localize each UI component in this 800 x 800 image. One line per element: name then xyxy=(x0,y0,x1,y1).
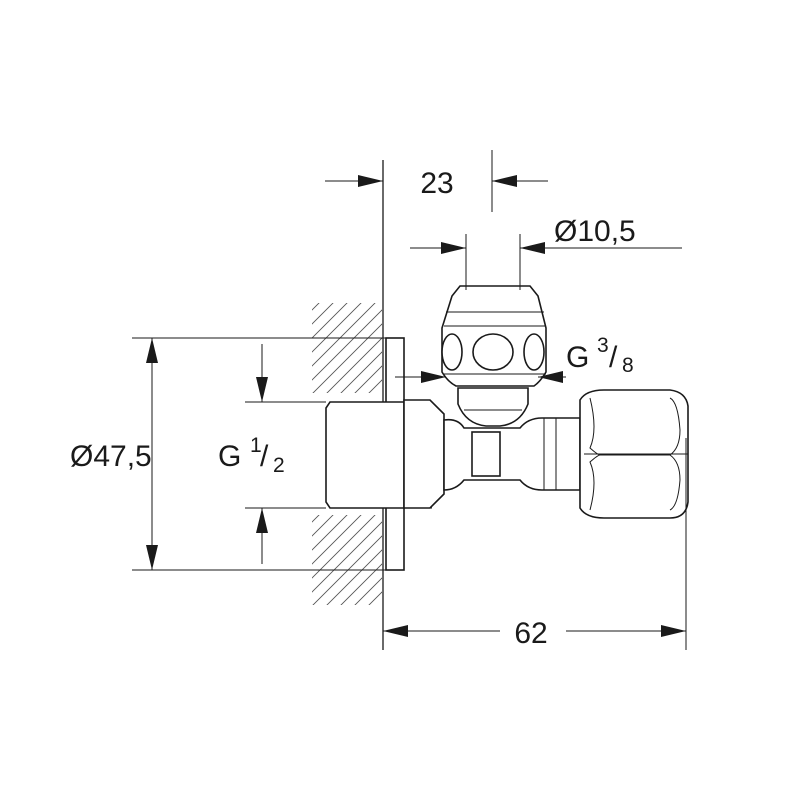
dimension-outlet-diameter: Ø10,5 xyxy=(410,215,682,254)
dimension-overall-length: 62 xyxy=(383,617,686,650)
spindle-neck xyxy=(457,387,529,427)
dimension-label-overall-length: 62 xyxy=(514,617,547,650)
dimension-flange-diameter: Ø47,5 xyxy=(70,338,158,570)
dimension-label-inlet-thread-denominator: 2 xyxy=(273,454,285,477)
control-handle xyxy=(441,285,547,387)
dimension-label-outlet-thread-denominator: 8 xyxy=(622,354,634,377)
dimension-label-outlet-thread-prefix: G xyxy=(566,341,589,374)
fraction-slash: / xyxy=(609,341,618,374)
wall-hatch-bottom xyxy=(312,515,382,605)
dimension-outlet-thread: G 3 / 8 xyxy=(395,334,634,383)
valve-body xyxy=(403,399,581,509)
dimension-23: 23 xyxy=(325,167,548,200)
dimension-label-inlet-thread-prefix: G xyxy=(218,440,241,473)
fraction-slash: / xyxy=(260,440,269,473)
outlet-compression-nut xyxy=(579,389,689,519)
dimension-label-inlet-thread-numerator: 1 xyxy=(250,434,262,457)
extension-lines xyxy=(132,150,687,650)
dimension-label-23: 23 xyxy=(420,167,453,200)
dimension-label-outlet-thread-numerator: 3 xyxy=(597,334,609,357)
dimension-inlet-thread: G 1 / 2 xyxy=(218,344,285,564)
dimension-label-outlet-diameter: Ø10,5 xyxy=(554,215,636,248)
dimension-label-flange-diameter: Ø47,5 xyxy=(70,440,152,473)
wall-hatch-top xyxy=(312,303,382,393)
